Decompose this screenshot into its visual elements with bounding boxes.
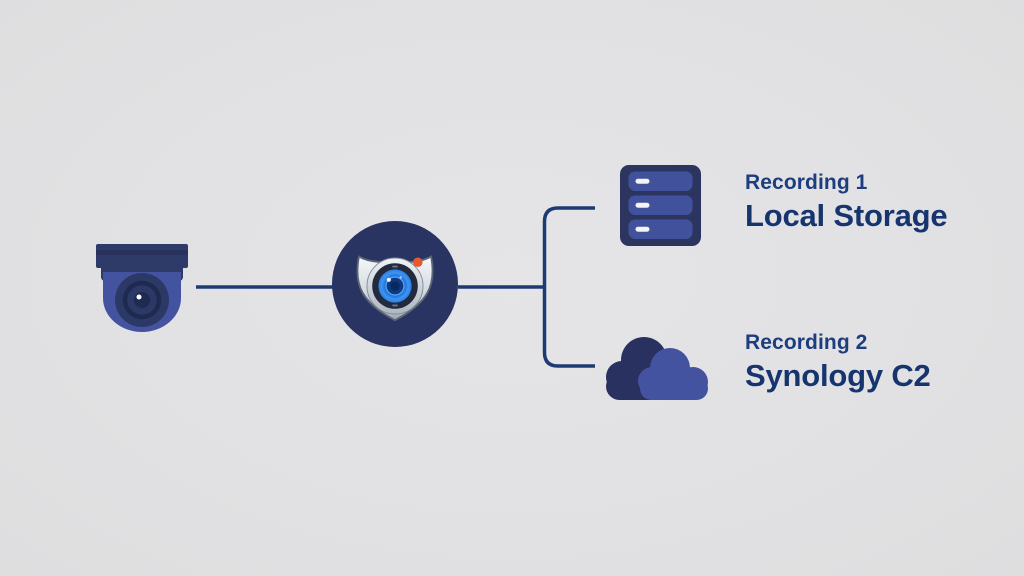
c2-cloud-icon [606,337,708,400]
cloud-front [638,348,708,400]
storage-server-icon [620,165,701,246]
branch-bracket-line [542,206,595,368]
surveillance-shield-icon [356,255,434,322]
shield-camera-lens [366,257,424,315]
synology-c2-title: Synology C2 [745,358,931,393]
server-bays [628,171,693,239]
recording-2-label: Recording 2 [745,331,868,354]
destination-local-storage: Recording 1 Local Storage [745,171,948,234]
camera-lens [115,273,169,327]
destination-synology-c2: Recording 2 Synology C2 [745,331,931,394]
surveillance-hub-circle [332,221,458,347]
recording-led-dot [413,257,423,267]
local-storage-title: Local Storage [745,198,948,233]
recording-1-label: Recording 1 [745,171,868,194]
dome-camera-icon [96,244,188,332]
